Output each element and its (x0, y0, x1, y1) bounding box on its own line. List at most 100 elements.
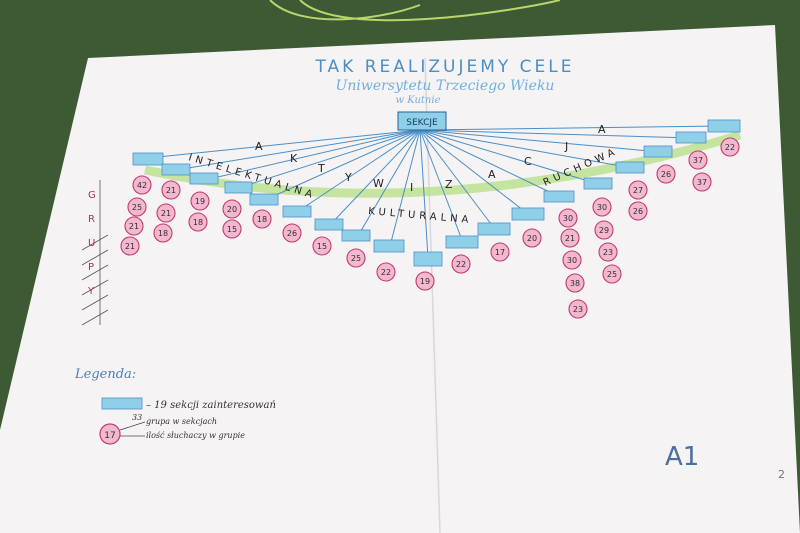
vertical-letter: U (88, 238, 95, 249)
group-circle-value: 15 (317, 242, 327, 251)
group-circle-value: 19 (195, 197, 205, 206)
group-circle-value: 18 (158, 229, 168, 238)
group-circle (628, 180, 648, 200)
group-circle-value: 18 (257, 215, 267, 224)
group-circle-value: 26 (287, 229, 297, 238)
group-circle-value: 30 (567, 256, 577, 265)
legend-circle-text2: ilość słuchaczy w grupie (146, 431, 245, 440)
arc-letters: A K T Y W I Z A C J A (255, 123, 606, 194)
group-circle-value: 21 (166, 186, 176, 195)
group-circle-value: 21 (565, 234, 575, 243)
group-circle-value: 21 (129, 222, 139, 231)
group-circle (558, 208, 578, 228)
group-circle (252, 209, 272, 229)
vertical-word: G R U P Y (87, 190, 96, 297)
group-circle-value: 26 (661, 170, 671, 179)
paper-fold (424, 57, 441, 533)
root-box-label: SEKCJE (406, 118, 438, 128)
group-circle-value: 20 (527, 234, 537, 243)
poster-title: TAK REALIZUJEMY CELE (314, 57, 574, 77)
corner-mark: 2 (778, 468, 785, 481)
group-circle (522, 228, 542, 248)
group-circle-value: 42 (137, 181, 147, 190)
arc-letter: A (598, 123, 606, 136)
section-boxes (132, 119, 741, 267)
group-circle (120, 236, 140, 256)
group-circle (720, 137, 740, 157)
group-circle (161, 180, 181, 200)
fan-lines (147, 125, 723, 259)
root-box-sekcje (397, 111, 447, 131)
group-circle (568, 299, 588, 319)
green-thread (269, 0, 561, 22)
group-circle (692, 172, 712, 192)
group-circle (490, 242, 510, 262)
group-circle (594, 220, 614, 240)
group-circle (562, 250, 582, 270)
group-circle-value: 23 (603, 248, 613, 257)
group-circle (592, 197, 612, 217)
group-circle-value: 29 (599, 226, 609, 235)
group-circle (188, 212, 208, 232)
group-circle (156, 203, 176, 223)
group-circle (451, 254, 471, 274)
group-circle (222, 199, 242, 219)
group-circle-value: 22 (456, 260, 466, 269)
group-circle (124, 216, 144, 236)
group-circle (628, 201, 648, 221)
group-circle-value: 15 (227, 225, 237, 234)
legend-circle-value: 17 (104, 431, 115, 441)
vertical-hatch (81, 180, 109, 326)
group-circle-value: 21 (161, 209, 171, 218)
group-circle-value: 22 (381, 268, 391, 277)
arc-letter: C (524, 155, 532, 168)
vertical-letter: Y (87, 286, 95, 297)
group-circle (132, 175, 152, 195)
legend-pointer (119, 421, 146, 431)
legend-circle-text1: grupa w sekcjach (146, 417, 217, 426)
arc-letter: Y (344, 171, 352, 184)
group-circle (376, 262, 396, 282)
arc-letter: A (488, 168, 496, 181)
sheet-label: A1 (665, 442, 699, 472)
group-circle-value: 38 (570, 279, 580, 288)
arc-letter: K (290, 152, 298, 165)
group-circle-value: 27 (633, 186, 643, 195)
group-circle-value: 20 (227, 205, 237, 214)
group-circle (127, 197, 147, 217)
arc-letter: I (410, 181, 413, 194)
group-circle (190, 191, 210, 211)
group-circle-value: 25 (351, 254, 361, 263)
group-circle (565, 273, 585, 293)
group-circle-value: 26 (633, 207, 643, 216)
arc-letter: W (373, 177, 384, 190)
group-circle-value: 30 (563, 214, 573, 223)
legend-circle (99, 423, 121, 445)
arc-letter: T (317, 162, 325, 175)
group-circle-value: 22 (725, 143, 735, 152)
group-circle (688, 150, 708, 170)
group-circle (312, 236, 332, 256)
arc-letter: A (255, 140, 263, 153)
group-circle (282, 223, 302, 243)
legend-box-text: – 19 sekcji zainteresowań (146, 400, 276, 411)
group-circle-value: 18 (193, 218, 203, 227)
paper-sheet (0, 25, 800, 533)
legend-circle-text0: 33 (132, 413, 142, 422)
group-circle-value: 25 (607, 270, 617, 279)
group-circle-value: 21 (125, 242, 135, 251)
legend-title: Legenda: (74, 367, 136, 382)
group-circle (346, 248, 366, 268)
group-circles: 42 25 21 21 21 21 18 19 18 20 15 18 26 15 25 22 19 22 17 20… (120, 137, 740, 319)
arc-letter: Z (445, 178, 453, 191)
vertical-letter: R (88, 214, 95, 225)
group-circle-value: 17 (495, 248, 505, 257)
vertical-letter: P (88, 262, 94, 273)
group-circle (153, 223, 173, 243)
poster-subtitle-2: w Kutnie (395, 95, 440, 106)
arc-letter: J (564, 140, 568, 153)
group-circle-value: 19 (420, 277, 430, 286)
group-circle (222, 219, 242, 239)
group-circle (598, 242, 618, 262)
